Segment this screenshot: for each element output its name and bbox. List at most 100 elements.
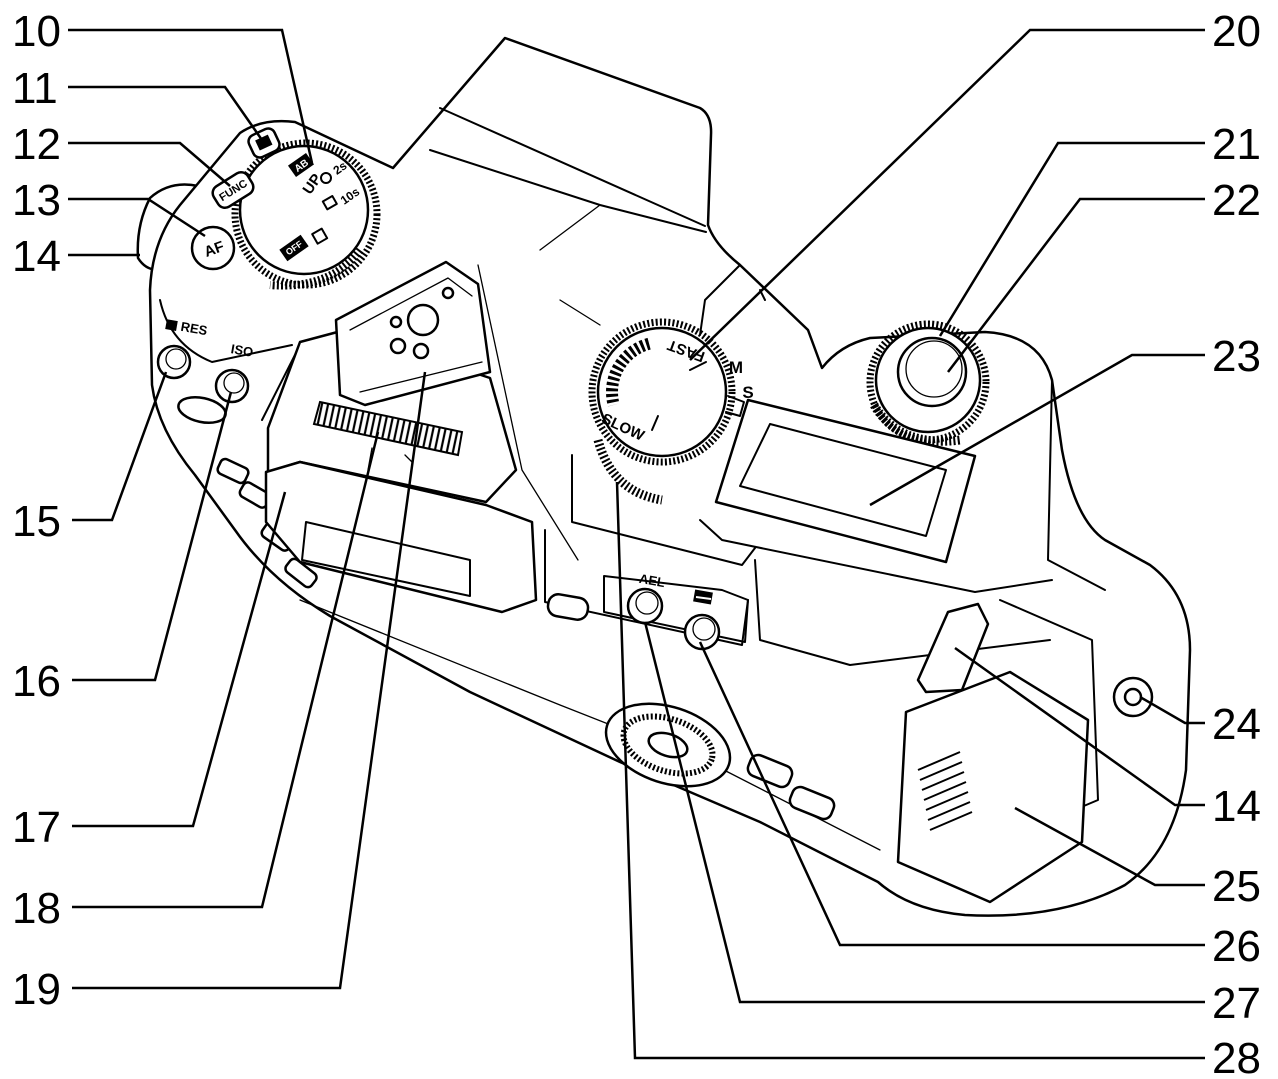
leader-line-17	[72, 491, 287, 828]
shutter-release-button	[896, 336, 968, 408]
hot-shoe-rail	[349, 277, 483, 393]
shutter-dial-knurl	[588, 318, 736, 466]
lcd-bezel	[714, 398, 977, 564]
top-lcd-panel	[714, 398, 977, 564]
right-strap-lug-hole	[1123, 687, 1143, 707]
callout-label: 14	[1212, 782, 1261, 831]
iso-button-body	[214, 368, 250, 404]
callout-label: 16	[12, 657, 61, 706]
callout-label: 21	[1212, 120, 1261, 169]
func-button-body	[211, 170, 255, 210]
res-button: RES	[156, 319, 209, 380]
top-left-button	[247, 127, 281, 159]
callout-label: 26	[1212, 922, 1261, 971]
iso-button-top	[223, 372, 245, 394]
prism-front-line	[477, 264, 579, 561]
callout-label: 19	[12, 965, 61, 1014]
leader-line-25	[1014, 806, 1205, 887]
single-shot-icon	[311, 227, 329, 245]
bottom-foot	[546, 593, 590, 621]
mode-s-label: S	[742, 383, 753, 402]
drive-dial: AB UP 2s 10s OFF	[231, 139, 381, 290]
flash-grill	[312, 400, 464, 457]
leader-line-22	[947, 197, 1205, 373]
callout-label: 25	[1212, 862, 1261, 911]
shutter-release-top	[905, 340, 963, 398]
bottom-foot	[746, 753, 794, 789]
continuous-icon	[321, 195, 338, 211]
battery-door-grill	[917, 751, 973, 831]
leader-lines	[68, 28, 1205, 1060]
bottom-foot	[788, 785, 836, 821]
callout-label: 15	[12, 497, 61, 546]
leader-line-10	[68, 28, 314, 164]
leader-line-21	[938, 141, 1205, 337]
af-button: AF	[190, 225, 236, 271]
mode-selector-notch	[725, 395, 745, 417]
leader-line-16	[72, 391, 233, 682]
exposure-comp-icon-line	[695, 596, 712, 600]
leader-line-14-right	[954, 646, 1205, 807]
lcd-screen	[739, 423, 947, 537]
exposure-comp-button-top	[692, 617, 716, 641]
shutter-dial-rim	[596, 326, 728, 458]
callout-label: 11	[12, 64, 58, 113]
top-plate-front-edge	[571, 454, 756, 566]
callout-label: 12	[12, 120, 61, 169]
grill-line	[917, 751, 961, 771]
af-button-body	[190, 225, 236, 271]
callout-labels-left: 10 11 12 13 14 15 16 17 18 19	[12, 7, 61, 1014]
off-box	[279, 234, 309, 262]
callout-label: 20	[1212, 7, 1261, 56]
leader-line-23	[869, 353, 1205, 507]
bottom-plate	[546, 593, 836, 821]
prism-facet-line	[539, 204, 601, 326]
res-icon	[165, 319, 178, 331]
leader-line-15	[72, 371, 168, 522]
grill-line	[923, 781, 967, 801]
terminal-cover	[284, 557, 318, 589]
leader-line-11	[68, 85, 264, 141]
mode-m-label: M	[729, 358, 743, 377]
af-button-label: AF	[202, 238, 227, 261]
leader-line-12	[68, 141, 231, 187]
leader-line-28	[615, 481, 1205, 1060]
ael-button-label: AEL	[638, 571, 666, 590]
callout-label: 22	[1212, 176, 1261, 225]
grip-details	[896, 599, 1154, 904]
battery-door	[896, 670, 1090, 904]
callout-label: 27	[1212, 979, 1261, 1028]
hot-shoe-contact	[389, 315, 403, 329]
self-timer-icon	[320, 172, 332, 184]
leader-line-13	[68, 197, 206, 238]
hot-shoe-center-contact	[406, 303, 440, 337]
callout-label: 10	[12, 7, 61, 56]
iso-button-label: ISO	[230, 341, 255, 360]
leader-line-19	[72, 371, 427, 990]
hot-shoe-contact	[389, 337, 407, 355]
shutter-release-assembly	[866, 320, 990, 446]
camera-body: AB UP 2s 10s OFF FUNC AF RES	[148, 36, 1192, 917]
drive-dial-knurl	[231, 139, 381, 289]
ael-button-top	[635, 591, 659, 615]
iso-button: ISO	[214, 341, 255, 404]
bracket-mode-box	[287, 152, 315, 178]
res-button-label: RES	[180, 319, 209, 338]
rear-button-frame	[603, 575, 749, 643]
leader-line-18	[72, 431, 380, 909]
grill-line	[919, 761, 963, 781]
prism-edge	[439, 107, 706, 227]
shutter-dial-side-knurl	[593, 438, 663, 505]
res-button-body	[156, 344, 192, 380]
leader-line-27	[643, 621, 1205, 1004]
grill-line	[921, 771, 965, 791]
callout-label: 18	[12, 884, 61, 933]
hot-shoe-contact	[441, 286, 455, 300]
leader-line-24	[1139, 695, 1205, 725]
grill-line	[929, 811, 973, 831]
shutter-dial-fast-marker	[689, 361, 707, 371]
callout-label: 24	[1212, 700, 1261, 749]
leader-line-26	[698, 641, 1205, 947]
hot-shoe-contact	[412, 342, 430, 360]
